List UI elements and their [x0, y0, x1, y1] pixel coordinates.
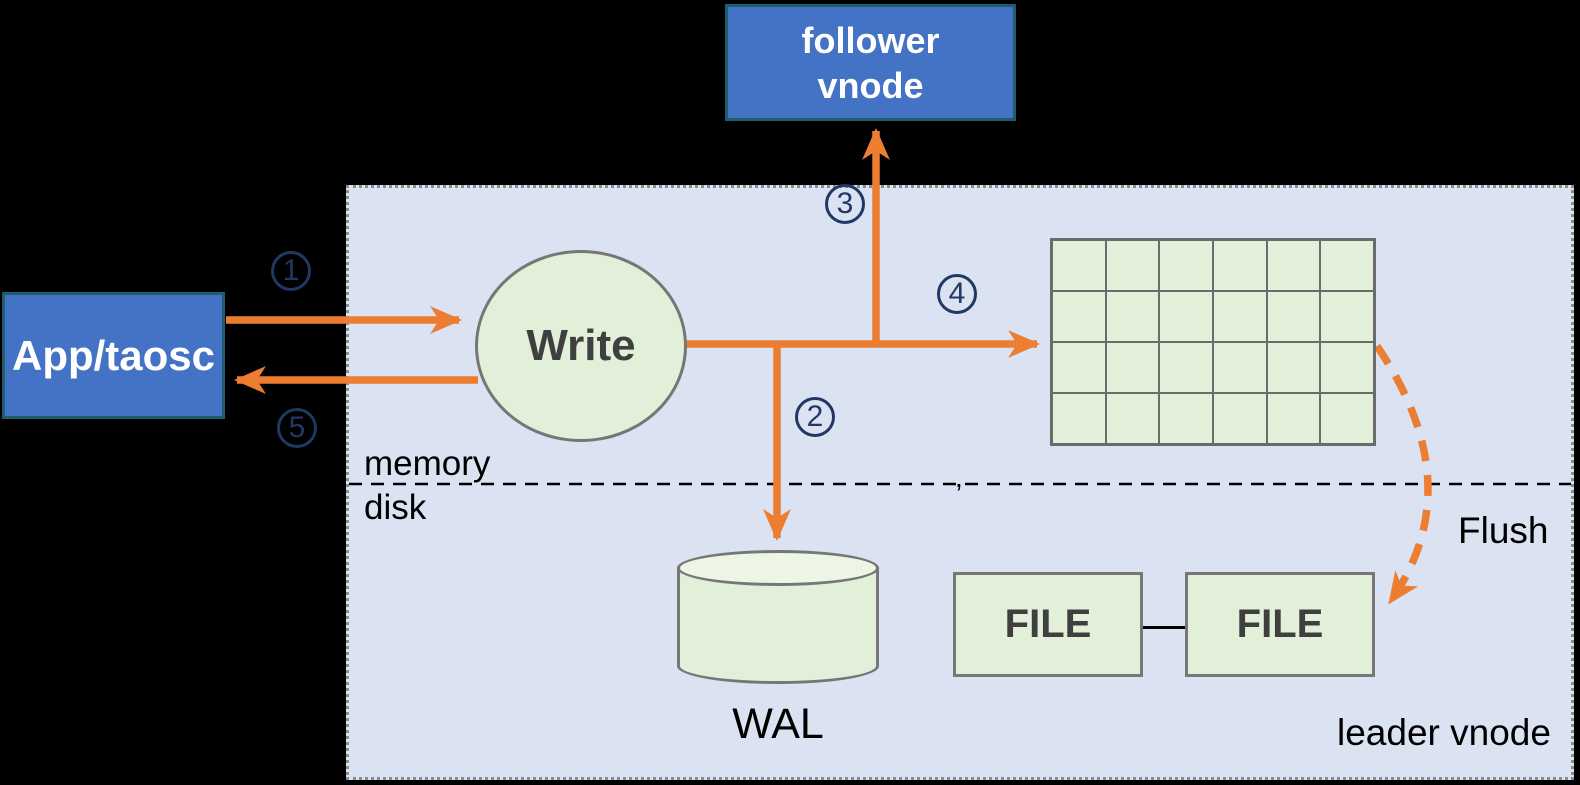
memtable-cell [1159, 291, 1213, 342]
file-right-label: FILE [1236, 602, 1324, 646]
memtable-cell [1266, 240, 1321, 291]
follower-vnode-label-line1: follower [801, 19, 940, 61]
step-5-number: 5 [288, 411, 306, 444]
disk-label: disk [364, 488, 427, 527]
memtable-cell [1213, 240, 1267, 291]
file-left-label: FILE [1004, 602, 1092, 646]
memtable-cell [1159, 393, 1213, 444]
memtable-cell [1052, 393, 1106, 444]
memtable-cell [1320, 240, 1374, 291]
step-1-number: 1 [282, 254, 300, 287]
memtable-cell [1266, 342, 1321, 393]
flush-label: Flush [1458, 510, 1549, 551]
memtable-cell [1320, 342, 1374, 393]
file-node-right: FILE [1185, 572, 1375, 677]
memtable-grid [1050, 238, 1376, 446]
memtable-cell [1105, 393, 1160, 444]
memtable-cell [1159, 342, 1213, 393]
leader-vnode-label: leader vnode [1337, 712, 1551, 753]
wal-cylinder [677, 550, 879, 684]
memtable-cell [1320, 393, 1374, 444]
app-taosc-node: App/taosc [2, 292, 225, 419]
memtable-cell [1213, 291, 1267, 342]
follower-vnode-label-line2: vnode [817, 64, 924, 106]
follower-vnode-node: follower vnode [725, 4, 1016, 121]
memtable-cell [1052, 291, 1106, 342]
memtable-cell [1159, 240, 1213, 291]
memtable-cell [1105, 291, 1160, 342]
step-badge-4: 4 [937, 274, 977, 314]
step-badge-2: 2 [795, 397, 835, 437]
step-badge-1: 1 [271, 251, 311, 291]
memtable-cell [1266, 393, 1321, 444]
wal-cylinder-top [677, 550, 879, 586]
memtable-cell [1266, 291, 1321, 342]
memtable-cell [1052, 342, 1106, 393]
wal-cylinder-body [677, 567, 879, 684]
memory-label: memory [364, 444, 491, 483]
file-node-left: FILE [953, 572, 1143, 677]
memtable-cell [1105, 342, 1160, 393]
step-badge-3: 3 [825, 184, 865, 224]
step-2-number: 2 [806, 400, 824, 433]
step-3-number: 3 [836, 187, 854, 220]
step-badge-5: 5 [277, 408, 317, 448]
wal-label: WAL [732, 700, 824, 748]
step-4-number: 4 [948, 277, 966, 310]
app-taosc-label: App/taosc [11, 331, 216, 379]
write-node: Write [475, 250, 687, 442]
file-connector-line [1143, 626, 1185, 629]
memtable-cell [1320, 291, 1374, 342]
memtable-cell [1213, 393, 1267, 444]
write-label: Write [526, 321, 636, 370]
memtable-cell [1105, 240, 1160, 291]
stray-comma-mark: , [955, 462, 963, 493]
memtable-cell [1052, 240, 1106, 291]
memtable-cell [1213, 342, 1267, 393]
